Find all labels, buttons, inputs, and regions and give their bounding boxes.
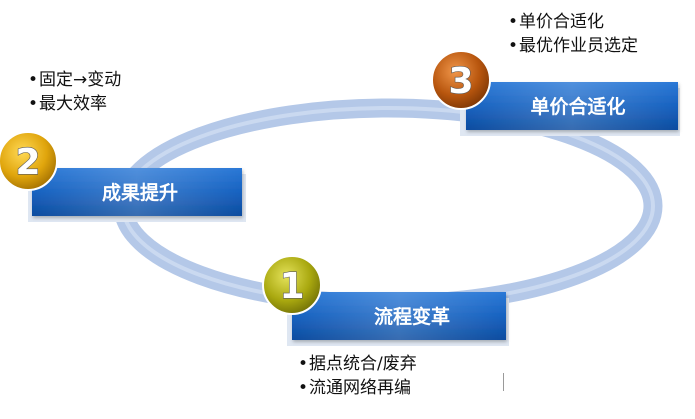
step-3-box-shine [466,82,678,130]
step-3-note: 最优作业员选定 [508,34,638,58]
step-3-badge [431,50,491,110]
step-2: 成果提升 2 [0,131,246,222]
step-3-number: 3 [448,61,473,102]
step-2-box-shine [32,168,242,216]
step-3-title: 单价合适化 [530,95,625,118]
step-1-title: 流程变革 [374,305,450,328]
step-2-number: 2 [15,142,40,183]
step-1-note: 据点统合/废弃 [298,352,417,376]
step-3: 单价合适化 3 [431,50,680,136]
step-2-note: 最大效率 [28,92,121,116]
step-1-note: 流通网络再编 [298,376,417,400]
step-2-note: 固定→变动 [28,68,121,92]
step-2-notes: 固定→变动 最大效率 [28,68,121,116]
step-3-note: 单价合适化 [508,10,638,34]
step-1-box-shine [292,292,506,340]
step-1-number: 1 [279,266,304,307]
step-2-title: 成果提升 [102,181,178,204]
step-1-badge [262,255,322,315]
step-1: 流程变革 1 [262,255,509,346]
step-1-notes: 据点统合/废弃 流通网络再编 [298,352,417,400]
step-2-badge [0,131,58,191]
step-3-notes: 单价合适化 最优作业员选定 [508,10,638,58]
divider-tick [503,373,504,391]
